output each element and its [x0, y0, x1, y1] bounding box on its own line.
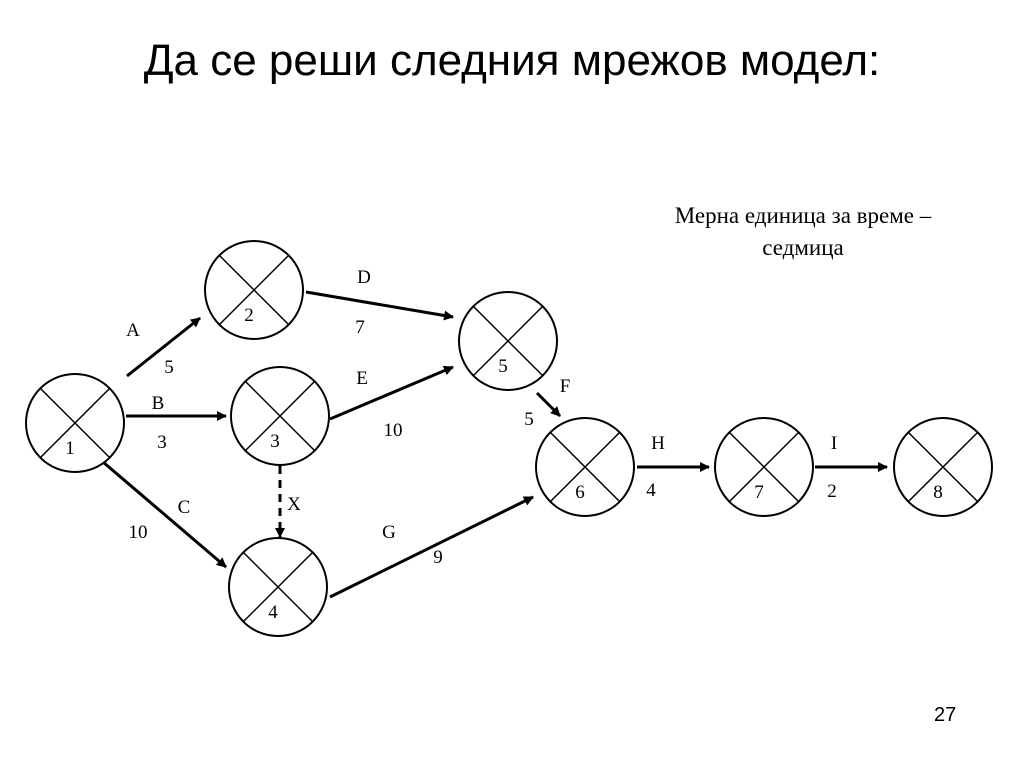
node-diagonal-line — [472, 305, 544, 377]
event-node-2: 2 — [204, 240, 304, 340]
event-node-number: 2 — [244, 305, 254, 326]
node-diagonal-line — [549, 431, 621, 503]
node-diagonal-line — [218, 254, 290, 326]
event-node-1: 1 — [25, 373, 125, 473]
time-unit-note: Мерна единица за време – седмица — [628, 200, 978, 264]
activity-name-d: D — [357, 267, 371, 288]
event-node-number: 8 — [933, 482, 943, 503]
activity-duration-d: 7 — [355, 317, 365, 338]
activity-duration-b: 3 — [157, 432, 167, 453]
event-node-7: 7 — [714, 417, 814, 517]
node-diagonal-line — [39, 387, 111, 459]
activity-duration-c: 10 — [129, 522, 148, 543]
node-diagonal-line — [728, 431, 800, 503]
activity-name-g: G — [382, 522, 396, 543]
activity-arrow-a — [126, 316, 201, 378]
activity-duration-g: 9 — [433, 547, 443, 568]
activity-arrows — [102, 290, 888, 599]
activity-arrow-d — [305, 290, 454, 321]
activity-duration-h: 4 — [646, 480, 656, 501]
activity-duration-e: 10 — [384, 420, 403, 441]
slide-title: Да се реши следния мрежов модел: — [143, 36, 881, 85]
activity-arrow-e — [329, 365, 454, 421]
activity-duration-i: 2 — [827, 481, 837, 502]
activity-name-e: E — [356, 368, 368, 389]
activity-name-c: C — [178, 497, 191, 518]
event-node-number: 5 — [498, 356, 508, 377]
activity-duration-f: 5 — [524, 409, 534, 430]
event-node-8: 8 — [893, 417, 993, 517]
event-node-6: 6 — [535, 417, 635, 517]
event-node-number: 3 — [270, 431, 280, 452]
node-diagonal-line — [907, 431, 979, 503]
activity-name-x: X — [287, 494, 301, 515]
node-diagonal-line — [242, 551, 314, 623]
activity-arrow-c — [102, 460, 227, 569]
event-node-number: 7 — [754, 482, 764, 503]
event-node-number: 4 — [268, 602, 278, 623]
event-node-number: 6 — [575, 482, 585, 503]
activity-arrow-g — [329, 495, 534, 599]
node-diagonal-line — [244, 380, 316, 452]
time-unit-note-line-1: Мерна единица за време – — [674, 203, 932, 228]
activity-name-h: H — [651, 433, 665, 454]
event-node-5: 5 — [458, 291, 558, 391]
activity-name-a: A — [126, 320, 140, 341]
activity-arrow-f — [535, 391, 562, 418]
time-unit-note-line-2: седмица — [762, 235, 844, 260]
activity-name-f: F — [560, 376, 571, 397]
activity-name-b: B — [152, 393, 165, 414]
activity-name-i: I — [831, 433, 837, 454]
event-node-4: 4 — [228, 537, 328, 637]
activity-duration-a: 5 — [164, 357, 174, 378]
page-number: 27 — [934, 704, 957, 726]
event-node-3: 3 — [230, 366, 330, 466]
event-node-number: 1 — [65, 438, 75, 459]
event-nodes: 1 2 3 4 5 6 7 8 — [25, 240, 993, 637]
